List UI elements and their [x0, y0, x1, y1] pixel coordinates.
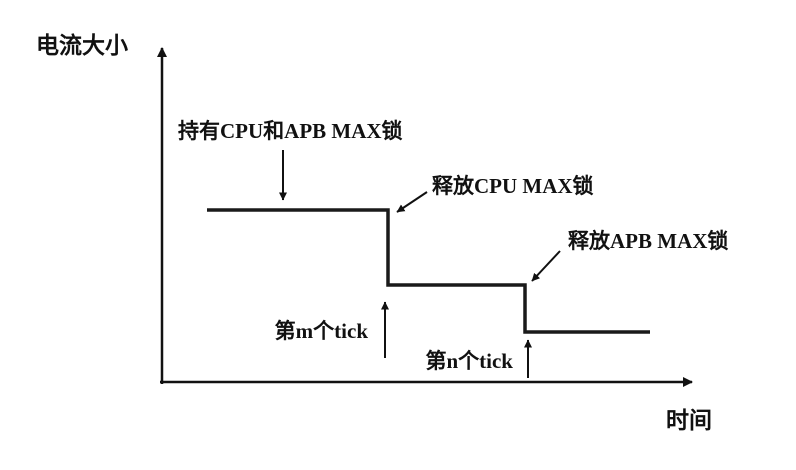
hold-both-locks-label: 持有CPU和APB MAX锁 [178, 119, 403, 143]
tick-m-label: 第m个tick [275, 319, 369, 343]
release-cpu-lock-label: 释放CPU MAX锁 [432, 174, 594, 198]
release-apb-lock-label: 释放APB MAX锁 [568, 229, 728, 253]
tick-n-label: 第n个tick [425, 349, 513, 373]
x-axis-label: 时间 [666, 408, 712, 433]
release-apb-lock-arrow-icon [531, 250, 561, 282]
current-step-line [207, 208, 650, 334]
y-axis-label: 电流大小 [36, 32, 128, 58]
release-cpu-lock-arrow-icon [396, 191, 428, 213]
